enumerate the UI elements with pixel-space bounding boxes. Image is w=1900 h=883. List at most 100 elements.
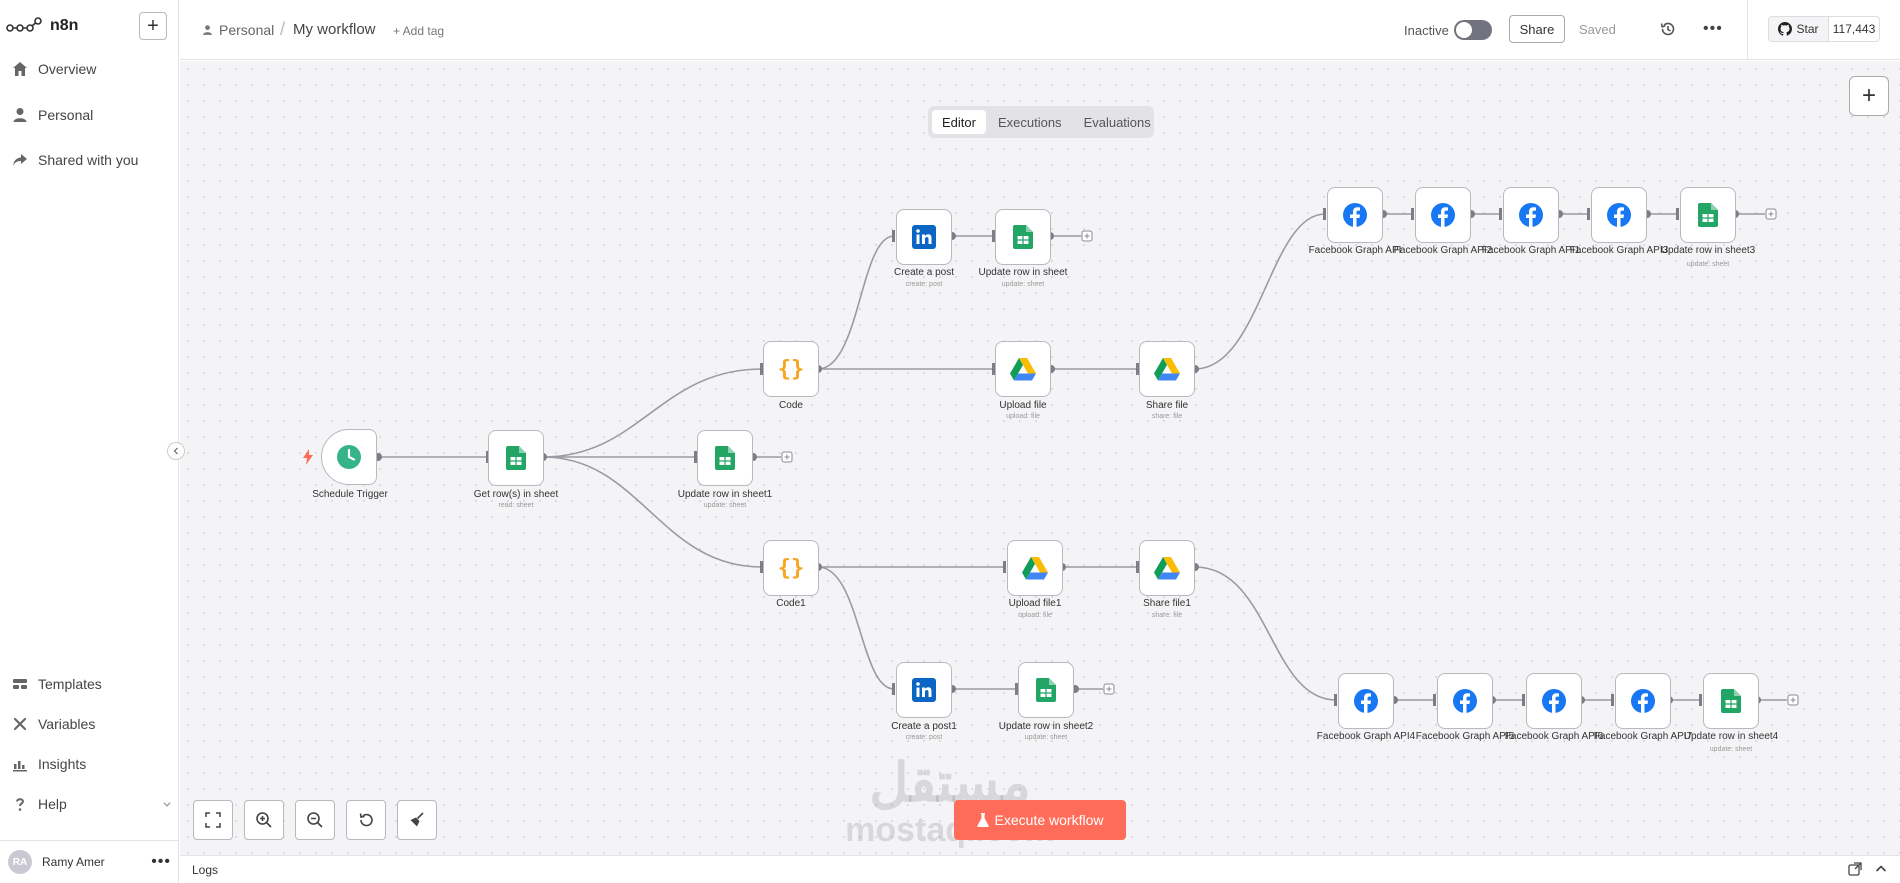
broom-icon (410, 812, 424, 827)
node-upload-file1[interactable] (1007, 540, 1063, 596)
node-update-row-4[interactable] (1703, 673, 1759, 729)
facebook-icon (1519, 203, 1543, 227)
chevron-left-icon (173, 447, 178, 455)
node-update-row-1[interactable] (697, 430, 753, 486)
node-label: Facebook Graph API6 (1504, 731, 1604, 742)
node-label: Get row(s) in sheet (473, 489, 559, 500)
sidebar: n8n + Overview Personal Shared with you … (0, 0, 179, 883)
node-facebook-graph-api1[interactable] (1503, 187, 1559, 243)
google-drive-icon (1010, 357, 1036, 380)
reset-zoom-button[interactable] (346, 800, 386, 840)
status-label: Inactive (1404, 23, 1449, 38)
undo-icon (359, 813, 373, 827)
google-sheets-icon (1013, 225, 1033, 249)
sidebar-item-overview[interactable]: Overview (12, 58, 96, 80)
create-new-button[interactable]: + (139, 12, 167, 40)
logs-label: Logs (192, 862, 219, 877)
sidebar-item-help[interactable]: Help (12, 793, 172, 815)
node-label: Create a post1 (891, 721, 957, 732)
fit-view-icon (205, 812, 221, 828)
add-tag-button[interactable]: + Add tag (393, 24, 445, 38)
node-subtitle: create: post (905, 281, 943, 288)
node-code1[interactable]: {} (763, 540, 819, 596)
logs-bar[interactable]: Logs (180, 855, 1900, 883)
node-facebook-graph-api5[interactable] (1437, 673, 1493, 729)
tidy-up-button[interactable] (397, 800, 437, 840)
node-update-row-3[interactable] (1680, 187, 1736, 243)
node-create-post[interactable] (896, 209, 952, 265)
node-update-row-2[interactable] (1018, 662, 1074, 718)
active-toggle[interactable] (1454, 20, 1492, 40)
sidebar-item-variables[interactable]: Variables (12, 713, 95, 735)
chevron-up-icon[interactable] (1874, 862, 1888, 876)
node-schedule-trigger[interactable] (321, 429, 377, 485)
code-braces-icon: {} (777, 356, 805, 382)
node-label: Facebook Graph API7 (1593, 731, 1693, 742)
sidebar-item-templates[interactable]: Templates (12, 673, 102, 695)
brand[interactable]: n8n (6, 14, 78, 38)
sidebar-item-label: Personal (38, 107, 94, 123)
share-button[interactable]: Share (1509, 15, 1565, 43)
linkedin-icon (912, 678, 936, 702)
node-share-file[interactable] (1139, 341, 1195, 397)
add-node-button[interactable]: + (1849, 76, 1889, 116)
zoom-in-button[interactable] (244, 800, 284, 840)
node-label: Facebook Graph API (1308, 245, 1402, 256)
node-share-file1[interactable] (1139, 540, 1195, 596)
user-menu[interactable]: RA Ramy Amer ••• (0, 840, 179, 883)
sidebar-item-shared[interactable]: Shared with you (12, 149, 138, 171)
pop-out-icon[interactable] (1848, 862, 1862, 876)
sidebar-item-insights[interactable]: Insights (12, 753, 86, 775)
node-code[interactable]: {} (763, 341, 819, 397)
node-get-rows[interactable] (488, 430, 544, 486)
node-facebook-graph-api3[interactable] (1591, 187, 1647, 243)
fit-view-button[interactable] (193, 800, 233, 840)
trigger-bolt-icon (303, 449, 313, 465)
plus-icon: + (1861, 82, 1876, 109)
github-star-count: 117,443 (1832, 22, 1876, 36)
google-drive-icon (1022, 556, 1048, 579)
history-icon[interactable] (1659, 20, 1677, 38)
facebook-icon (1453, 689, 1477, 713)
node-create-post1[interactable] (896, 662, 952, 718)
node-label: Create a post (893, 267, 955, 278)
node-facebook-graph-api2[interactable] (1415, 187, 1471, 243)
sidebar-item-label: Variables (38, 716, 96, 732)
breadcrumb-project[interactable]: Personal (202, 22, 274, 38)
node-facebook-graph-api6[interactable] (1526, 673, 1582, 729)
zoom-out-icon (307, 812, 323, 828)
tab-evaluations[interactable]: Evaluations (1083, 114, 1151, 130)
node-facebook-graph-api[interactable] (1327, 187, 1383, 243)
collapse-sidebar-button[interactable] (167, 442, 185, 460)
node-facebook-graph-api7[interactable] (1615, 673, 1671, 729)
node-facebook-graph-api4[interactable] (1338, 673, 1394, 729)
node-label: Update row in sheet1 (677, 489, 773, 500)
node-update-row[interactable] (995, 209, 1051, 265)
node-subtitle: upload: file (1018, 612, 1052, 619)
execute-workflow-button[interactable]: Execute workflow (954, 800, 1126, 840)
flask-icon (976, 813, 989, 827)
share-icon (13, 154, 27, 166)
insights-icon (13, 761, 27, 772)
chevron-down-icon (163, 802, 171, 807)
zoom-out-button[interactable] (295, 800, 335, 840)
breadcrumb-project-label: Personal (219, 22, 275, 38)
node-upload-file[interactable] (995, 341, 1051, 397)
plus-icon: + (147, 14, 159, 37)
node-label: Facebook Graph API2 (1393, 245, 1493, 256)
more-options-icon[interactable]: ••• (1703, 20, 1723, 37)
clock-icon (337, 445, 361, 469)
google-sheets-icon (715, 446, 735, 470)
tab-executions[interactable]: Executions (997, 114, 1062, 130)
tab-editor[interactable]: Editor (932, 110, 986, 134)
facebook-icon (1607, 203, 1631, 227)
header-divider (1747, 0, 1748, 60)
facebook-icon (1354, 689, 1378, 713)
sidebar-item-label: Overview (38, 61, 97, 77)
github-star-button[interactable]: Star 117,443 (1768, 16, 1880, 42)
sidebar-item-label: Help (38, 796, 67, 812)
workflow-name[interactable]: My workflow (293, 21, 376, 38)
google-drive-icon (1154, 357, 1180, 380)
sidebar-item-personal[interactable]: Personal (12, 104, 93, 126)
user-more-icon[interactable]: ••• (151, 853, 171, 870)
